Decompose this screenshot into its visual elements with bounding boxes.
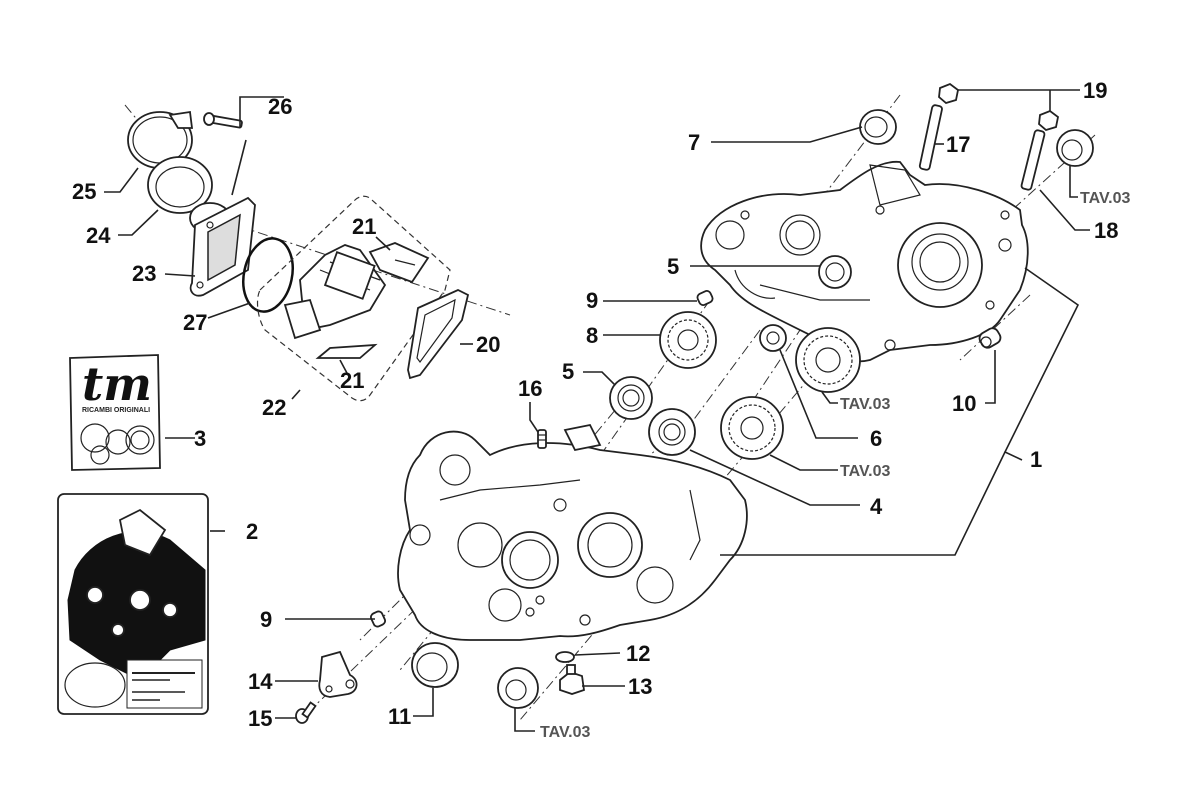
callout-labels: 26 25 24 23 27 21 21 22 20 3 2 16 7 17 1…	[72, 78, 1131, 741]
callout-3[interactable]: 3	[194, 426, 206, 451]
callout-26[interactable]: 26	[268, 94, 292, 119]
callout-16[interactable]: 16	[518, 376, 542, 401]
oil-seal-kit-3[interactable]: tm RICAMBI ORIGINALI	[69, 354, 161, 471]
callout-24[interactable]: 24	[86, 223, 111, 248]
left-crankcase-half[interactable]	[397, 423, 748, 641]
gasket-kit-2[interactable]	[57, 493, 209, 715]
dowel-pin-9-upper[interactable]	[696, 290, 714, 307]
callout-14[interactable]: 14	[248, 669, 273, 694]
hose-clamp-25[interactable]	[127, 110, 194, 169]
ball-bearing-8[interactable]	[659, 311, 717, 369]
oil-seal-tav03-top[interactable]	[1056, 129, 1094, 167]
oil-seal-6[interactable]	[759, 324, 787, 352]
callout-21-lower[interactable]: 21	[340, 368, 364, 393]
oil-seal-7[interactable]	[859, 109, 897, 145]
callout-2[interactable]: 2	[246, 519, 258, 544]
brand-logo: tm	[82, 357, 152, 411]
intake-manifold-23[interactable]	[189, 196, 256, 297]
callout-20[interactable]: 20	[476, 332, 500, 357]
intake-ring-24[interactable]	[147, 156, 213, 214]
breather-fitting-16[interactable]	[537, 429, 547, 449]
drain-plug-13[interactable]	[559, 664, 585, 695]
callout-23[interactable]: 23	[132, 261, 156, 286]
reference-tav03-bottom[interactable]: TAV.03	[540, 724, 591, 741]
bearing-5-upper[interactable]	[818, 255, 852, 289]
washer-12[interactable]	[555, 651, 575, 663]
oil-seal-tav03-bottom[interactable]	[497, 667, 539, 709]
reed-gasket-20[interactable]	[407, 289, 470, 380]
reference-tav03-top-right[interactable]: TAV.03	[1080, 190, 1131, 207]
dowel-pin-9-lower[interactable]	[370, 610, 387, 628]
nut-19-right[interactable]	[1038, 109, 1059, 132]
stud-17[interactable]	[918, 104, 943, 171]
callout-11[interactable]: 11	[388, 704, 411, 729]
right-crankcase-half[interactable]	[700, 161, 1029, 363]
callout-1[interactable]: 1	[1030, 447, 1042, 472]
plate-14[interactable]	[318, 650, 358, 698]
bearing-tav03-middle[interactable]	[720, 396, 784, 460]
package-subtitle: RICAMBI ORIGINALI	[82, 407, 150, 414]
leader-lines	[104, 89, 1090, 732]
dowel-bushing-10[interactable]	[977, 326, 1002, 350]
callout-21-upper[interactable]: 21	[352, 214, 376, 239]
callout-17[interactable]: 17	[946, 132, 970, 157]
callout-18[interactable]: 18	[1094, 218, 1118, 243]
reed-valve-assembly-22[interactable]	[256, 195, 451, 402]
callout-22[interactable]: 22	[262, 395, 286, 420]
callout-9-upper[interactable]: 9	[586, 288, 598, 313]
stud-18[interactable]	[1020, 129, 1046, 191]
callout-12[interactable]: 12	[626, 641, 650, 666]
callout-5-upper[interactable]: 5	[667, 254, 679, 279]
oil-seal-11[interactable]	[411, 642, 459, 688]
callout-25[interactable]: 25	[72, 179, 96, 204]
reference-tav03-bearing-middle[interactable]: TAV.03	[840, 463, 891, 480]
callout-7[interactable]: 7	[688, 130, 700, 155]
callout-27[interactable]: 27	[183, 310, 207, 335]
callout-4[interactable]: 4	[870, 494, 883, 519]
screw-15[interactable]	[295, 701, 317, 724]
callout-19[interactable]: 19	[1083, 78, 1107, 103]
callout-5-lower[interactable]: 5	[562, 359, 574, 384]
callout-13[interactable]: 13	[628, 674, 652, 699]
reed-petal-21-upper[interactable]	[368, 242, 430, 284]
callout-8[interactable]: 8	[586, 323, 598, 348]
callout-9-lower[interactable]: 9	[260, 607, 272, 632]
callout-10[interactable]: 10	[952, 391, 976, 416]
callout-6[interactable]: 6	[870, 426, 882, 451]
reed-petal-21-lower[interactable]	[315, 343, 378, 359]
reference-tav03-bearing-right[interactable]: TAV.03	[840, 396, 891, 413]
o-ring-27[interactable]	[237, 234, 299, 316]
bolt-26[interactable]	[203, 112, 243, 129]
callout-15[interactable]: 15	[248, 706, 272, 731]
bearing-5-lower[interactable]	[609, 376, 653, 420]
oil-seal-4[interactable]	[648, 408, 696, 456]
bearing-tav03-right[interactable]	[795, 327, 861, 393]
nut-19-left[interactable]	[938, 82, 959, 105]
